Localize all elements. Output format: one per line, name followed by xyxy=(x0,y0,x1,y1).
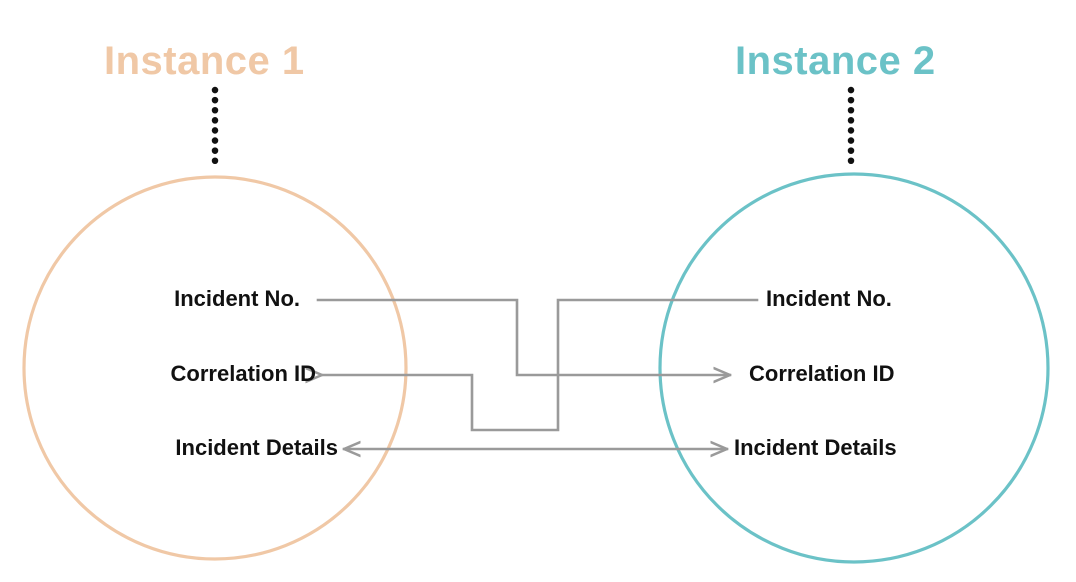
instance-1-field-incident-details: Incident Details xyxy=(175,435,338,460)
instance-1-circle xyxy=(22,175,408,561)
instance-1-title: Instance 1 xyxy=(104,39,305,83)
instance-2-title: Instance 2 xyxy=(735,39,936,83)
instance-2-field-correlation-id: Correlation ID xyxy=(749,361,895,386)
instance-1-field-incident-no: Incident No. xyxy=(174,286,300,311)
connector-incident-no-to-correlation-id xyxy=(316,298,732,375)
instance-2-circle xyxy=(658,172,1050,564)
instance-2-field-incident-no: Incident No. xyxy=(766,286,892,311)
instance-2-field-incident-details: Incident Details xyxy=(734,435,897,460)
connector-correlation-id-to-incident-no xyxy=(322,298,759,432)
instance-1-field-correlation-id: Correlation ID xyxy=(170,361,316,386)
